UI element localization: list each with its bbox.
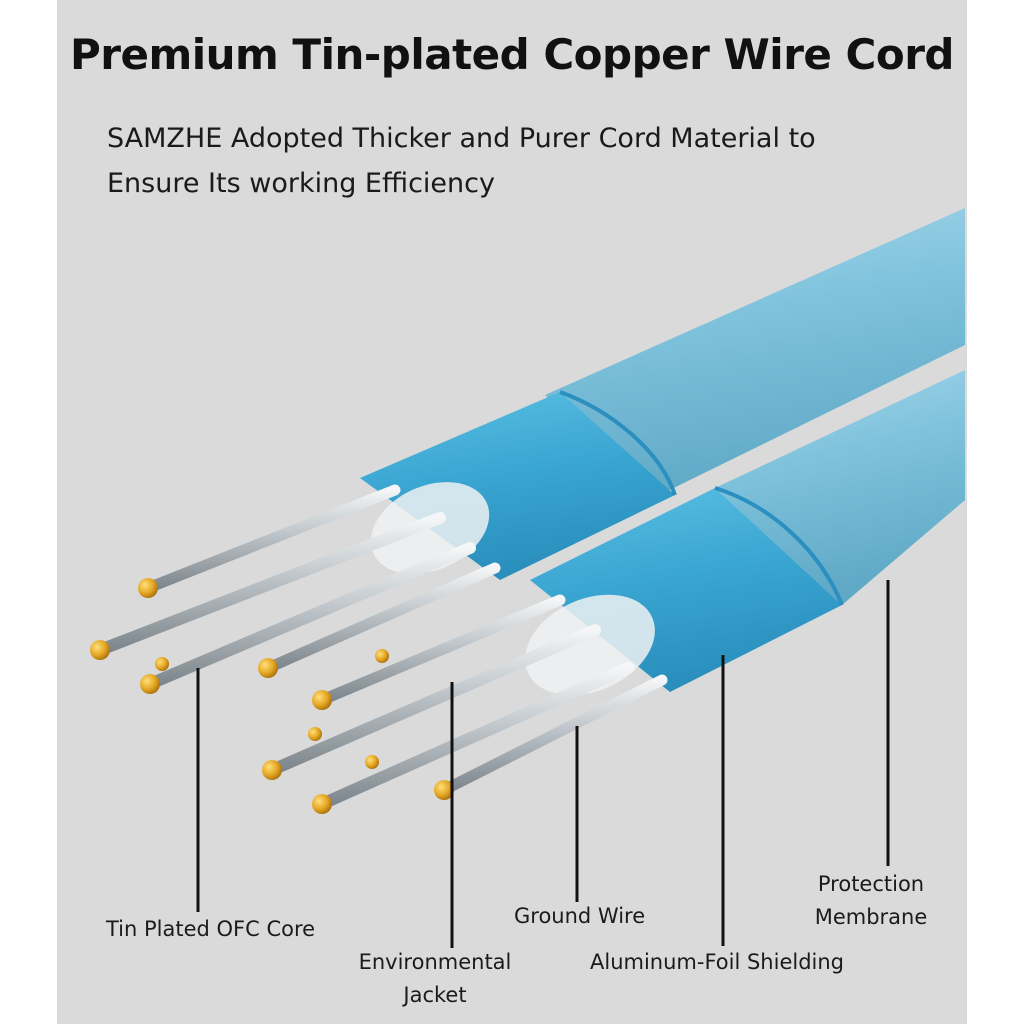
subtitle-line-1: SAMZHE Adopted Thicker and Purer Cord Ma… (107, 123, 816, 154)
protection-membrane-lower (715, 370, 965, 605)
leader-lines (196, 580, 890, 948)
cable-upper (90, 208, 965, 694)
label-foil-shielding: Aluminum-Foil Shielding (590, 950, 845, 974)
protection-membrane-upper (545, 208, 965, 502)
subtitle-line-2: Ensure Its working Efficiency (107, 168, 495, 199)
ofc-core-wires-upper (94, 484, 501, 690)
label-protection-membrane: Protection Membrane (804, 868, 938, 934)
wire-tips-lower (262, 649, 454, 814)
page-subtitle: SAMZHE Adopted Thicker and Purer Cord Ma… (107, 116, 927, 206)
label-environmental-jacket: Environmental Jacket (352, 946, 518, 1012)
wire-tips-upper (90, 578, 278, 694)
label-ground-wire: Ground Wire (514, 904, 646, 928)
label-tin-core: Tin Plated OFC Core (106, 917, 316, 941)
cable-lower (262, 370, 965, 814)
label-environmental-jacket-line-2: Jacket (403, 983, 467, 1007)
label-protection-membrane-line-2: Membrane (814, 905, 928, 929)
ofc-core-wires-lower (266, 594, 668, 810)
label-protection-membrane-line-1: Protection (817, 872, 925, 896)
page-title: Premium Tin-plated Copper Wire Cord (70, 30, 954, 79)
label-environmental-jacket-line-1: Environmental (358, 950, 512, 974)
